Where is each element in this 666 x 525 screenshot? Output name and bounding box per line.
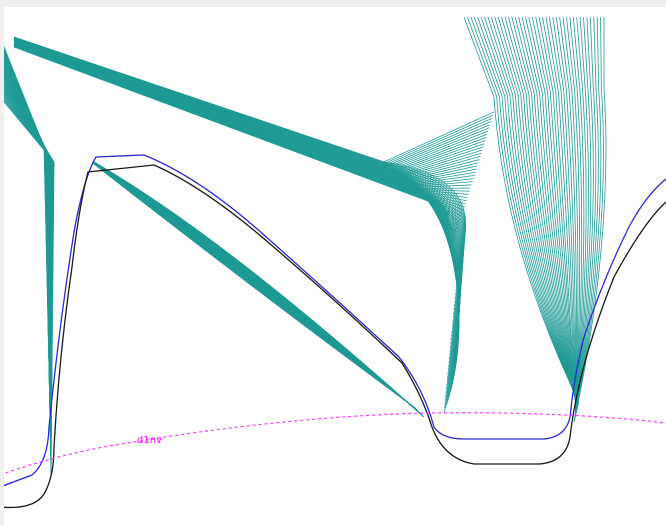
gear-profile-drawing: d1nv bbox=[4, 16, 666, 509]
generating-line bbox=[4, 16, 577, 437]
generating-line bbox=[4, 16, 577, 427]
generating-line bbox=[4, 17, 607, 478]
generating-line bbox=[4, 16, 578, 414]
tooth-profile-curve bbox=[4, 154, 666, 487]
generating-line bbox=[4, 16, 578, 414]
outer-profile-curve bbox=[4, 164, 666, 509]
generating-line bbox=[4, 16, 602, 472]
generating-line bbox=[4, 16, 580, 417]
generating-line bbox=[4, 16, 581, 448]
generating-line bbox=[4, 16, 604, 475]
generating-line bbox=[4, 16, 578, 414]
generating-line bbox=[4, 16, 579, 416]
generating-line bbox=[4, 16, 587, 456]
generating-line bbox=[4, 16, 579, 415]
generating-line bbox=[4, 16, 577, 440]
generating-line bbox=[4, 16, 579, 415]
generating-line bbox=[4, 16, 577, 421]
generating-line bbox=[4, 16, 578, 414]
generating-line bbox=[4, 16, 589, 459]
generating-line bbox=[4, 16, 578, 418]
generating-line bbox=[4, 16, 583, 451]
generating-line bbox=[4, 16, 592, 461]
generating-line bbox=[4, 16, 597, 467]
generating-line bbox=[4, 16, 578, 416]
generating-line bbox=[4, 16, 577, 424]
generating-line bbox=[4, 16, 578, 415]
reference-circle-d1nv bbox=[4, 412, 666, 475]
generating-line bbox=[4, 16, 594, 464]
generating-line bbox=[4, 16, 579, 445]
generating-line bbox=[4, 16, 578, 415]
reference-circle-label: d1nv bbox=[137, 435, 162, 446]
generating-rack-lines bbox=[4, 16, 607, 478]
drawing-canvas: d1nv bbox=[4, 7, 666, 525]
